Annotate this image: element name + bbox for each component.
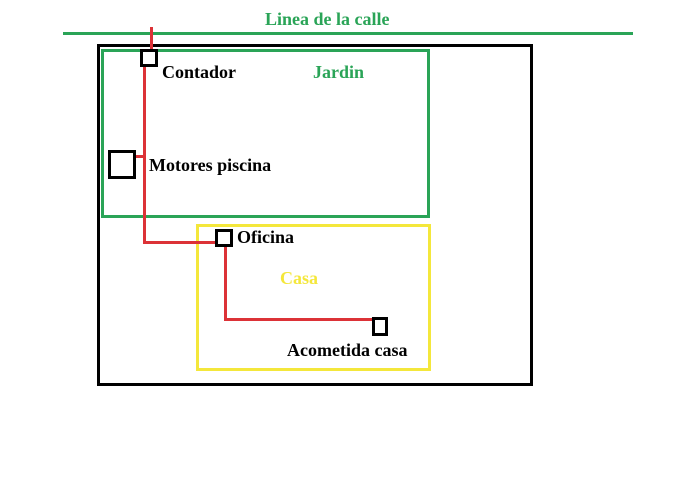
oficina-box [215, 229, 233, 247]
wire-motores-branch [134, 155, 146, 158]
jardin-area-rect [101, 49, 430, 218]
wire-street-to-contador [150, 27, 153, 50]
wire-oficina-drop [224, 246, 227, 321]
street-line-title: Linea de la calle [265, 9, 390, 29]
casa-area-rect [196, 224, 431, 371]
wire-to-oficina [143, 241, 217, 244]
contador-label: Contador [162, 62, 237, 82]
wire-to-acometida [224, 318, 374, 321]
oficina-label: Oficina [237, 227, 294, 247]
acometida-casa-label: Acometida casa [287, 340, 408, 360]
motores-piscina-label: Motores piscina [149, 155, 272, 175]
casa-label: Casa [280, 268, 319, 288]
acometida-casa-box [372, 317, 388, 336]
motores-piscina-box [108, 150, 136, 179]
jardin-label: Jardin [313, 62, 365, 82]
property-boundary-rect [97, 44, 533, 386]
street-line [63, 32, 633, 35]
contador-box [140, 49, 158, 67]
